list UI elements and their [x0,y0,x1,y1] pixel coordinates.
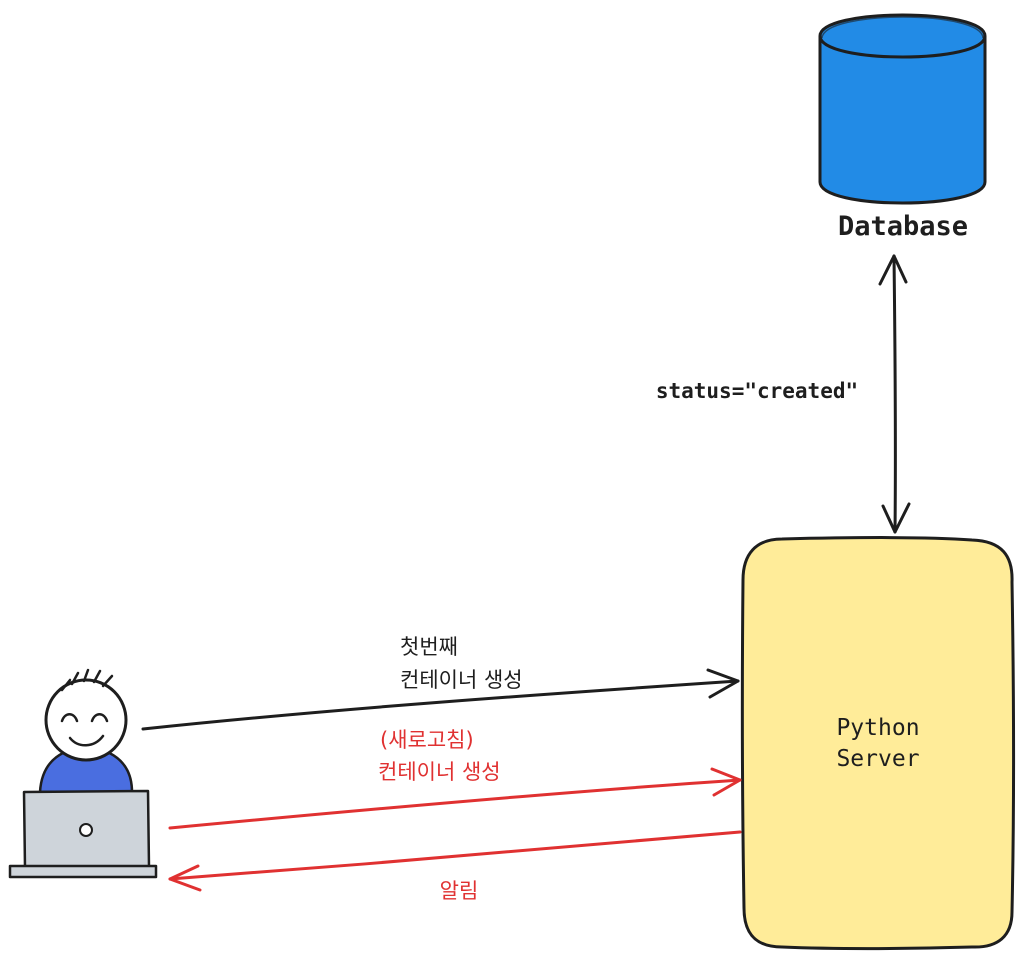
arrowhead-right-icon [706,668,740,699]
arrowhead-up-icon [878,254,908,286]
db-server-arrow [878,254,911,534]
database-label: Database [838,211,968,242]
first-request-label-line1: 첫번째 [400,635,458,659]
refresh-request-arrow [168,767,742,830]
notification-label: 알림 [440,879,479,903]
server-label-line2: Server [836,746,919,772]
database-icon [818,13,987,205]
first-request-arrow [141,668,740,731]
arrowhead-right-icon [710,767,742,797]
python-server-box [740,536,1015,950]
arrowhead-left-icon [168,864,202,892]
server-label-line1: Python [836,715,919,741]
refresh-request-label-line1: (새로고침) [380,728,474,752]
status-label: status="created" [656,379,858,403]
refresh-request-label-line2: 컨테이너 생성 [378,760,501,784]
user-at-laptop-icon [8,668,158,879]
first-request-label-line2: 컨테이너 생성 [400,668,523,692]
notification-arrow [168,830,742,892]
arrowhead-down-icon [881,502,911,534]
